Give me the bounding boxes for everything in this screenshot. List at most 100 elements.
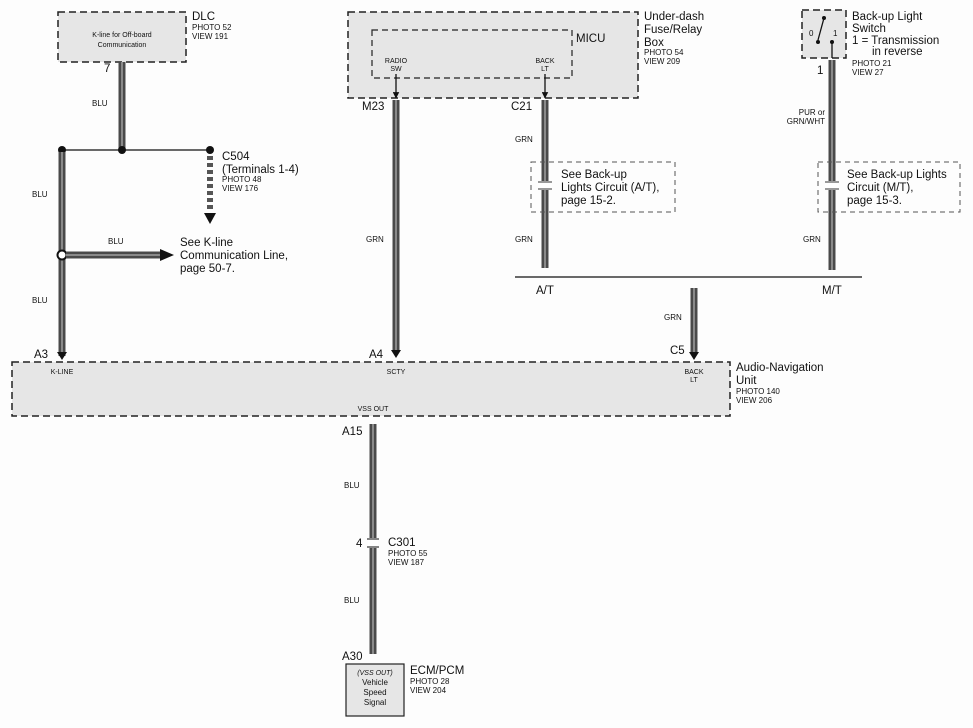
ecm-box — [345, 663, 405, 717]
backup-at-ref-box — [530, 161, 676, 213]
conn-a3: A3 — [34, 349, 48, 361]
dlc-title: DLC — [192, 11, 215, 23]
underdash-title-line3: Box — [644, 37, 664, 49]
kline-reference: See K-line Communication Line, page 50-7… — [180, 237, 288, 275]
dlc-inner-line1: K-line for Off-board — [92, 32, 152, 39]
micu-label: MICU — [576, 33, 605, 45]
underdash-title-line2: Fuse/Relay — [644, 24, 702, 36]
scty-arrow — [391, 350, 401, 358]
underdash-view: VIEW 209 — [644, 57, 681, 66]
dlc-box — [57, 11, 187, 63]
backup-switch-photo: PHOTO 21 — [852, 59, 892, 68]
pin-scty: SCTY — [387, 369, 406, 376]
underdash-box — [347, 11, 639, 99]
audio-nav-title1: Audio-Navigation — [736, 362, 824, 374]
kline-ref-line1: See K-line — [180, 237, 233, 249]
kline-ref-line2: Communication Line, — [180, 250, 288, 262]
backup-switch-box — [801, 9, 847, 59]
vss-wire-color-lower: BLU — [344, 596, 360, 605]
c301-view: VIEW 187 — [388, 558, 425, 567]
backup-switch-title2: Switch — [852, 23, 886, 35]
dlc-pin: 7 — [104, 63, 110, 75]
c504-arrow — [204, 213, 216, 224]
ecm-view: VIEW 204 — [410, 686, 447, 695]
backlt-arrow — [689, 352, 699, 360]
ecm-inner3: Speed — [363, 688, 386, 697]
audio-nav-view: VIEW 206 — [736, 396, 773, 405]
trans-at-label: A/T — [536, 285, 554, 297]
backup-at-line1: See Back-up — [561, 169, 627, 181]
ecm-photo: PHOTO 28 — [410, 677, 450, 686]
c301-photo: PHOTO 55 — [388, 549, 428, 558]
underdash-fuse-box: MICU RADIO SW BACK LT Under-dash Fuse/Re… — [347, 11, 704, 99]
backup-mt-color-lower: GRN — [803, 235, 821, 244]
c504-terminals: (Terminals 1-4) — [222, 164, 299, 176]
back-lt-line2: LT — [541, 66, 549, 73]
ecm-inner2: Vehicle — [362, 678, 388, 687]
backup-at-reference: See Back-up Lights Circuit (A/T), page 1… — [561, 169, 659, 207]
backup-switch-title1: Back-up Light — [852, 11, 923, 23]
backup-switch-pin: 1 — [817, 65, 823, 77]
splice-dot-c504 — [206, 146, 214, 154]
radio-sw-line2: SW — [390, 66, 402, 73]
kline-ref-line3: page 50-7. — [180, 263, 235, 275]
backup-light-switch: 0 1 Back-up Light Switch 1 = Transmissio… — [801, 9, 939, 77]
micu-box — [371, 29, 573, 79]
dlc-view: VIEW 191 — [192, 32, 229, 41]
pin-vss-out: VSS OUT — [358, 406, 389, 413]
underdash-photo: PHOTO 54 — [644, 48, 684, 57]
c301-connector: 4 C301 PHOTO 55 VIEW 187 — [356, 537, 428, 567]
trans-mt-label: M/T — [822, 285, 842, 297]
kline-splice — [56, 249, 68, 261]
backup-at-line3: page 15-2. — [561, 195, 616, 207]
ecm-inner1: (VSS OUT) — [357, 670, 392, 677]
conn-c5: C5 — [670, 345, 685, 357]
dlc-connector: K-line for Off-board Communication DLC P… — [57, 11, 232, 75]
backup-mt-line3: page 15-3. — [847, 195, 902, 207]
ecm-inner4: Signal — [364, 698, 386, 707]
conn-c21: C21 — [511, 101, 532, 113]
backup-at-color-upper: GRN — [515, 135, 533, 144]
c301-pin: 4 — [356, 538, 363, 550]
audio-nav-box — [11, 361, 731, 417]
ecm-pcm: (VSS OUT) Vehicle Speed Signal ECM/PCM P… — [345, 663, 464, 717]
backup-switch-view: VIEW 27 — [852, 68, 884, 77]
conn-m23: M23 — [362, 101, 384, 113]
backup-at-line2: Lights Circuit (A/T), — [561, 182, 659, 194]
audio-nav-title2: Unit — [736, 375, 757, 387]
c301-title: C301 — [388, 537, 416, 549]
backup-mt-line2: Circuit (M/T), — [847, 182, 913, 194]
underdash-title-line1: Under-dash — [644, 11, 704, 23]
pin-backlt-line2: LT — [690, 377, 698, 384]
backup-mt-reference: See Back-up Lights Circuit (M/T), page 1… — [847, 169, 947, 207]
kline-wire-color-lower: BLU — [32, 296, 48, 305]
backup-switch-title3: 1 = Transmission — [852, 35, 939, 47]
kline-branch-color: BLU — [108, 237, 124, 246]
c504-label: C504 (Terminals 1-4) PHOTO 48 VIEW 176 — [222, 151, 299, 193]
kline-branch-arrow — [160, 249, 174, 261]
kline-wire-color-upper: BLU — [32, 190, 48, 199]
ecm-title: ECM/PCM — [410, 665, 464, 677]
scty-wire-color: GRN — [366, 235, 384, 244]
splice-dot-center — [118, 146, 126, 154]
switch-pos1: 1 — [833, 29, 838, 38]
c504-photo: PHOTO 48 — [222, 175, 262, 184]
dlc-wire-color: BLU — [92, 99, 108, 108]
audio-navigation-unit: K-LINE SCTY BACK LT VSS OUT Audio-Naviga… — [11, 361, 824, 417]
backup-mt-color1: PUR or — [799, 108, 826, 117]
pin-backlt-line1: BACK — [684, 369, 703, 376]
conn-a15: A15 — [342, 426, 362, 438]
backup-at-color-lower: GRN — [515, 235, 533, 244]
conn-a4: A4 — [369, 349, 384, 361]
dlc-inner-line2: Communication — [98, 42, 147, 49]
c504-title: C504 — [222, 151, 250, 163]
vss-wire-color-upper: BLU — [344, 481, 360, 490]
backup-mt-color2: GRN/WHT — [787, 117, 825, 126]
radio-sw-line1: RADIO — [385, 58, 408, 65]
switch-pos0: 0 — [809, 29, 814, 38]
backup-mt-ref-box — [817, 161, 961, 213]
audio-nav-photo: PHOTO 140 — [736, 387, 780, 396]
kline-arrow — [57, 352, 67, 360]
